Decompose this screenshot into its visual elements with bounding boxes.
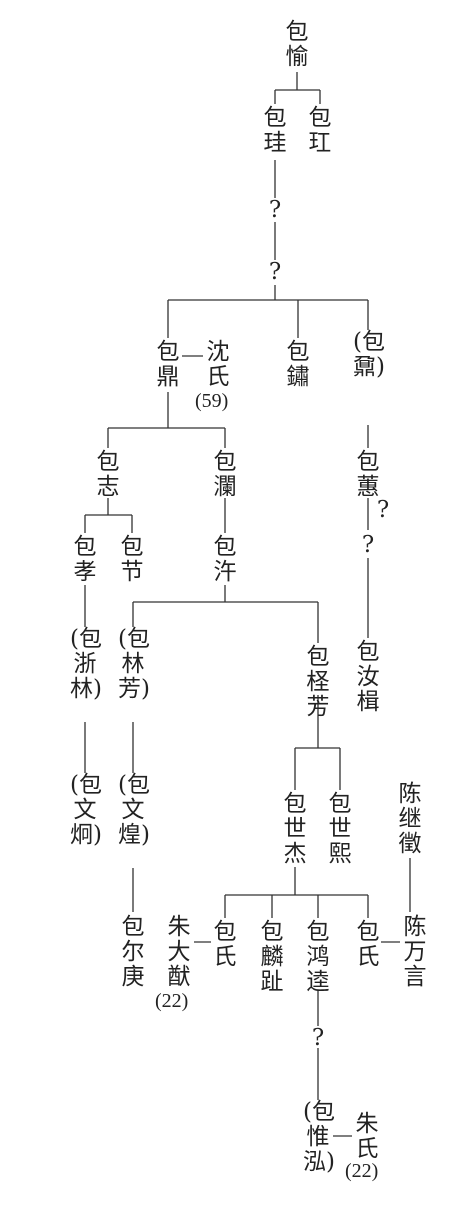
- node-zhu-shi: 朱氏: [355, 1111, 379, 1162]
- node-bao-lan: 包瀾: [213, 449, 237, 500]
- node-bao-zhi: 包志: [96, 449, 120, 500]
- unknown-generation-2: ?: [268, 259, 282, 285]
- node-bao-gui: 包珪: [263, 105, 287, 156]
- node-bao-ji: 包汻: [213, 534, 237, 585]
- node-bao-chengfang: 包柽芳: [306, 644, 330, 720]
- node-bao-wenjiong: (包文炯): [70, 772, 102, 848]
- node-bao-xiang: 包蕙: [356, 449, 380, 500]
- node-zhu-dayou: 朱大猷: [167, 914, 191, 990]
- node-bao-shi-daughter-1: 包氏: [213, 919, 237, 970]
- node-bao-rushan: 包汝楫: [356, 639, 380, 715]
- node-bao-hongda: 包鸿逵: [306, 919, 330, 995]
- unknown-bao-nai-2: ?: [361, 532, 375, 558]
- node-chen-jiwei: 陈继徵: [398, 781, 422, 857]
- node-bao-jianlin: (包浙林): [70, 626, 102, 702]
- unknown-generation-1: ?: [268, 197, 282, 223]
- node-bao-nai: (包鼐): [353, 329, 385, 380]
- zhu-shi-note: (22): [345, 1160, 379, 1182]
- node-bao-linzhi: 包麟趾: [260, 919, 284, 995]
- node-chen-wanyan: 陈万言: [403, 914, 427, 990]
- node-bao-xiao: 包孝: [73, 534, 97, 585]
- zhu-dayou-note: (22): [155, 990, 189, 1012]
- node-bao-ergeng: 包尔庚: [121, 914, 145, 990]
- node-bao-shixi: 包世熙: [328, 791, 352, 867]
- node-shen-shi: 沈氏: [206, 339, 230, 390]
- shen-shi-note: (59): [195, 390, 229, 412]
- node-bao-linfang: (包林芳): [118, 626, 150, 702]
- unknown-bao-hongda-child: ?: [311, 1025, 325, 1051]
- node-bao-shi-daughter-2: 包氏: [356, 919, 380, 970]
- node-bao-hong: 包玒: [308, 105, 332, 156]
- node-bao-wenhuang: (包文煌): [118, 772, 150, 848]
- node-bao-shijie: 包世杰: [283, 791, 307, 867]
- node-bao-weihong: (包惟泓): [303, 1099, 335, 1175]
- node-bao-yu: 包愉: [285, 19, 309, 70]
- node-bao-su: 包鏽: [286, 339, 310, 390]
- node-bao-ding: 包鼎: [156, 339, 180, 390]
- node-bao-jie: 包节: [120, 534, 144, 585]
- unknown-bao-nai-1: ?: [376, 497, 390, 523]
